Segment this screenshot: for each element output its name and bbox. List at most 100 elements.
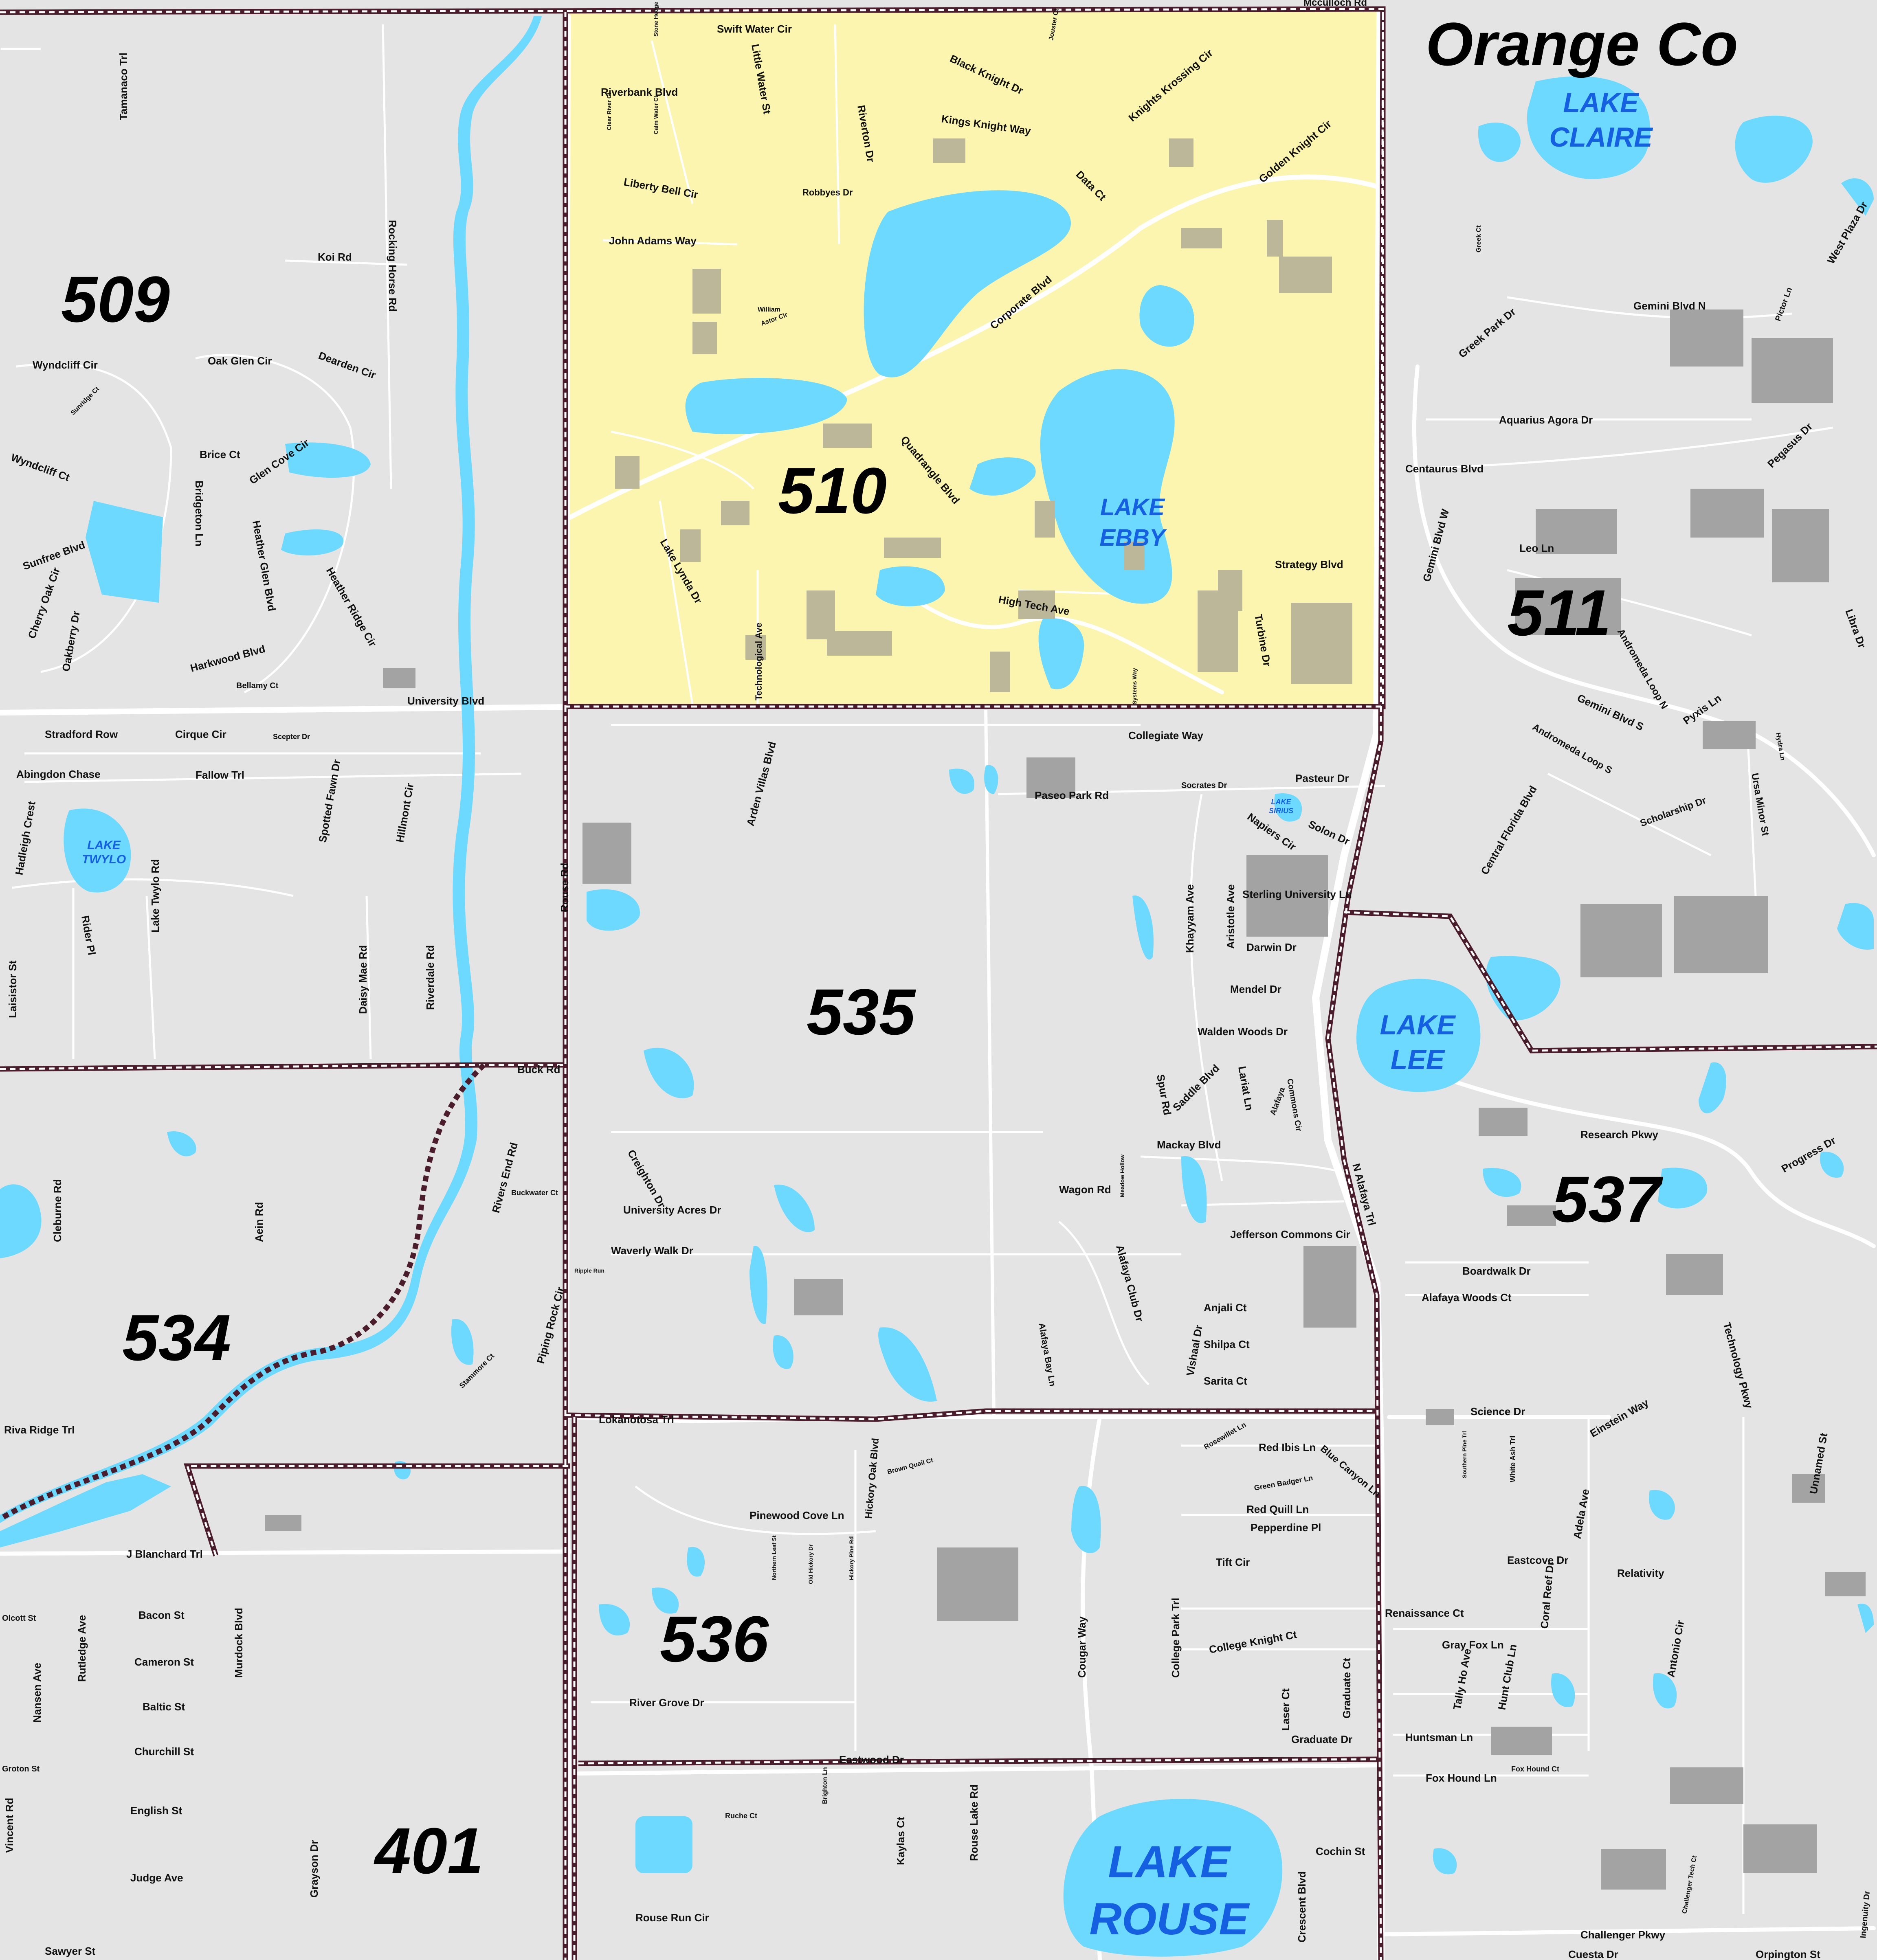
street-label: Mackay Blvd: [1157, 1139, 1221, 1151]
street-label: Wyndcliff Cir: [33, 359, 98, 371]
street-label: Rouse Lake Rd: [968, 1784, 980, 1861]
street-label: Pasteur Dr: [1295, 772, 1349, 784]
street-label: Crescent Blvd: [1296, 1871, 1308, 1942]
lake-twylo-label-2: TWYLO: [82, 853, 126, 866]
street-label: Fox Hound Ln: [1426, 1772, 1497, 1784]
precinct-509-label[interactable]: 509: [61, 263, 170, 336]
street-label: Eastwood Dr: [839, 1754, 904, 1766]
precinct-labels: 509 510 511 534 535 536 537 401: [61, 263, 1664, 1887]
street-label: Cougar Way: [1076, 1616, 1088, 1678]
street-label: Alafaya Woods Ct: [1422, 1291, 1512, 1304]
street-label: Red Ibis Ln: [1259, 1441, 1316, 1453]
street-label: Fox Hound Ct: [1511, 1765, 1559, 1773]
precinct-511-label[interactable]: 511: [1507, 576, 1611, 649]
street-label: Research Pkwy: [1580, 1128, 1658, 1141]
street-label: Wagon Rd: [1059, 1183, 1111, 1196]
street-label: Gemini Blvd N: [1633, 300, 1706, 312]
buildings: [265, 309, 1866, 1890]
street-label: Leo Ln: [1519, 542, 1554, 554]
street-label: Clear River Ct: [606, 92, 612, 130]
street-label: Aquarius Agora Dr: [1499, 414, 1593, 426]
street-label: J Blanchard Trl: [126, 1548, 203, 1560]
precinct-boundaries-dash: [0, 8, 1877, 1960]
street-label: Pepperdine Pl: [1251, 1521, 1321, 1534]
street-label: Systems Way: [1131, 668, 1138, 705]
street-label: English St: [130, 1804, 182, 1817]
lake-twylo-label: LAKE: [87, 838, 121, 852]
lake-claire-label: LAKE: [1563, 87, 1640, 118]
street-label: Grayson Dr: [308, 1840, 320, 1898]
street-label: Daisy Mae Rd: [357, 945, 369, 1014]
street-label: Kaylas Ct: [895, 1817, 907, 1865]
street-label: John Adams Way: [609, 235, 697, 247]
street-label: Technological Ave: [754, 623, 764, 700]
street-label: Stone Hedge Ct: [653, 0, 659, 37]
precinct-535-label[interactable]: 535: [807, 975, 916, 1048]
street-label: Cuesta Dr: [1568, 1948, 1618, 1960]
street-label: Bacon St: [138, 1609, 185, 1621]
precinct-537-label[interactable]: 537: [1552, 1163, 1664, 1236]
street-label: Mcculloch Rd: [1303, 0, 1367, 8]
street-label: Stradford Row: [45, 728, 118, 740]
street-label: Ripple Run: [574, 1267, 604, 1274]
street-label: River Grove Dr: [629, 1697, 704, 1709]
street-label: Waverly Walk Dr: [611, 1244, 693, 1257]
street-label: Eastcove Dr: [1507, 1554, 1568, 1566]
street-label: Cleburne Rd: [51, 1179, 64, 1242]
street-label: Southern Pine Trl: [1461, 1431, 1468, 1478]
street-label: Vincent Rd: [3, 1798, 15, 1853]
lake-rouse-label: LAKE: [1108, 1837, 1231, 1887]
street-label: Cochin St: [1316, 1845, 1365, 1857]
street-label: Centaurus Blvd: [1405, 463, 1484, 475]
precinct-510-area[interactable]: [565, 12, 1380, 707]
street-label: Aein Rd: [253, 1202, 265, 1242]
street-label: Laisistor St: [7, 960, 19, 1018]
street-label: Judge Ave: [130, 1872, 183, 1884]
street-label: Bellamy Ct: [236, 681, 279, 690]
street-label: Greek Ct: [1475, 225, 1482, 252]
street-label: Huntsman Ln: [1405, 1731, 1473, 1743]
street-label: Fallow Trl: [196, 769, 244, 781]
street-label: Rocking Horse Rd: [387, 220, 399, 312]
street-label: Orpington St: [1756, 1948, 1820, 1960]
street-label: Cirque Cir: [175, 728, 226, 740]
street-label: Riva Ridge Trl: [4, 1424, 75, 1436]
street-label: Koi Rd: [318, 251, 352, 263]
street-label: Riverbank Blvd: [601, 86, 678, 98]
lake-ebby-label: LAKE: [1100, 494, 1165, 520]
street-label: Sawyer St: [45, 1945, 96, 1957]
precinct-401-label[interactable]: 401: [374, 1814, 484, 1887]
street-label: Walden Woods Dr: [1198, 1025, 1288, 1038]
precinct-510-label[interactable]: 510: [778, 454, 887, 527]
street-label: Oak Glen Cir: [208, 355, 272, 367]
lake-ebby-label-2: EBBY: [1099, 525, 1167, 551]
street-label: Aristotle Ave: [1224, 885, 1237, 949]
lake-claire-label-2: CLAIRE: [1549, 122, 1653, 153]
street-label: Science Dr: [1470, 1405, 1525, 1418]
precinct-534-label[interactable]: 534: [122, 1301, 231, 1374]
street-label: Jefferson Commons Cir: [1230, 1228, 1350, 1240]
street-label: Scepter Dr: [273, 733, 310, 741]
street-label: Pinewood Cove Ln: [749, 1509, 844, 1521]
street-label: White Ash Trl: [1509, 1436, 1517, 1482]
street-label: Buckwater Ct: [511, 1189, 558, 1197]
county-label: Orange Co: [1426, 10, 1738, 78]
street-label: University Blvd: [407, 695, 484, 707]
street-label: Lake Twylo Rd: [149, 859, 161, 933]
street-label: Cameron St: [134, 1656, 194, 1668]
county-river-boundary: [0, 1063, 486, 1521]
street-label: Socrates Dr: [1181, 781, 1227, 790]
precinct-536-label[interactable]: 536: [660, 1602, 769, 1675]
street-label: Sterling University Ln: [1242, 888, 1352, 900]
street-label: Baltic St: [143, 1701, 185, 1713]
street-label: Sarita Ct: [1204, 1375, 1247, 1387]
street-label: Murdock Blvd: [233, 1608, 245, 1678]
street-label: Gray Fox Ln: [1442, 1639, 1504, 1651]
lake-rouse-shape: [1063, 1799, 1283, 1957]
lake-twylo-shape: [64, 808, 131, 893]
street-label: Mendel Dr: [1230, 983, 1281, 995]
street-label: Tamanaco Trl: [117, 53, 130, 120]
street-label: Calm Water Ct: [653, 95, 659, 134]
street-label: Meadow Hollow: [1119, 1154, 1125, 1197]
